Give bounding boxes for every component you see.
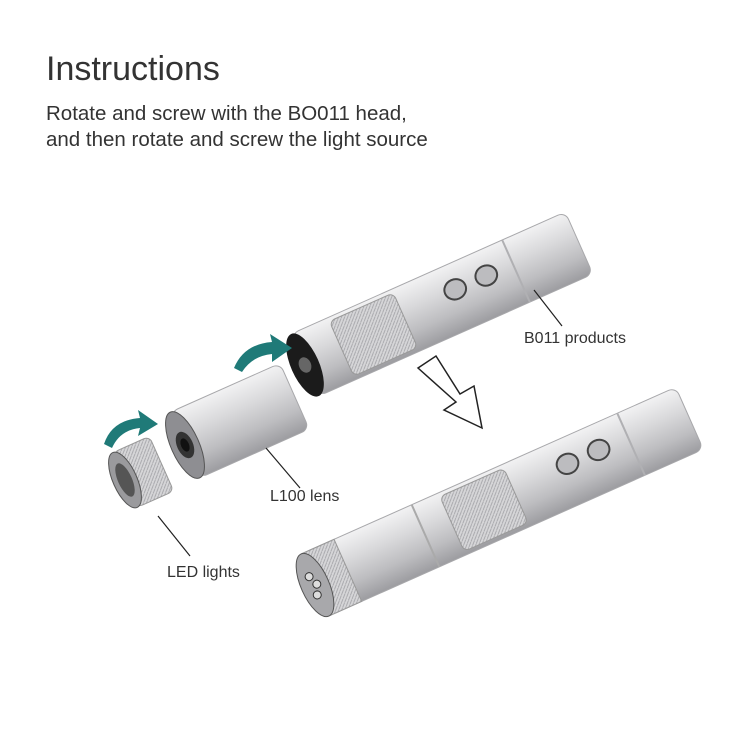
button-icon xyxy=(443,278,468,301)
button-icon xyxy=(555,452,580,475)
b011-product-top xyxy=(286,213,591,397)
instruction-line-2: and then rotate and screw the light sour… xyxy=(46,128,428,151)
instruction-line-1: Rotate and screw with the BO011 head, xyxy=(46,102,407,125)
b011-products-label: B011 products xyxy=(524,330,626,347)
l100-lens-label: L100 lens xyxy=(270,488,340,505)
led-lights-label: LED lights xyxy=(167,564,240,581)
l100-lens xyxy=(165,365,308,479)
button-icon xyxy=(474,264,499,287)
assembled-product xyxy=(295,389,702,618)
down-arrow-icon xyxy=(416,354,484,430)
rotate-arrow-icon xyxy=(104,410,158,448)
button-icon xyxy=(586,438,611,462)
led-lights-cap xyxy=(108,437,173,509)
page-title: Instructions xyxy=(46,50,220,88)
rotate-arrow-icon xyxy=(234,334,292,372)
